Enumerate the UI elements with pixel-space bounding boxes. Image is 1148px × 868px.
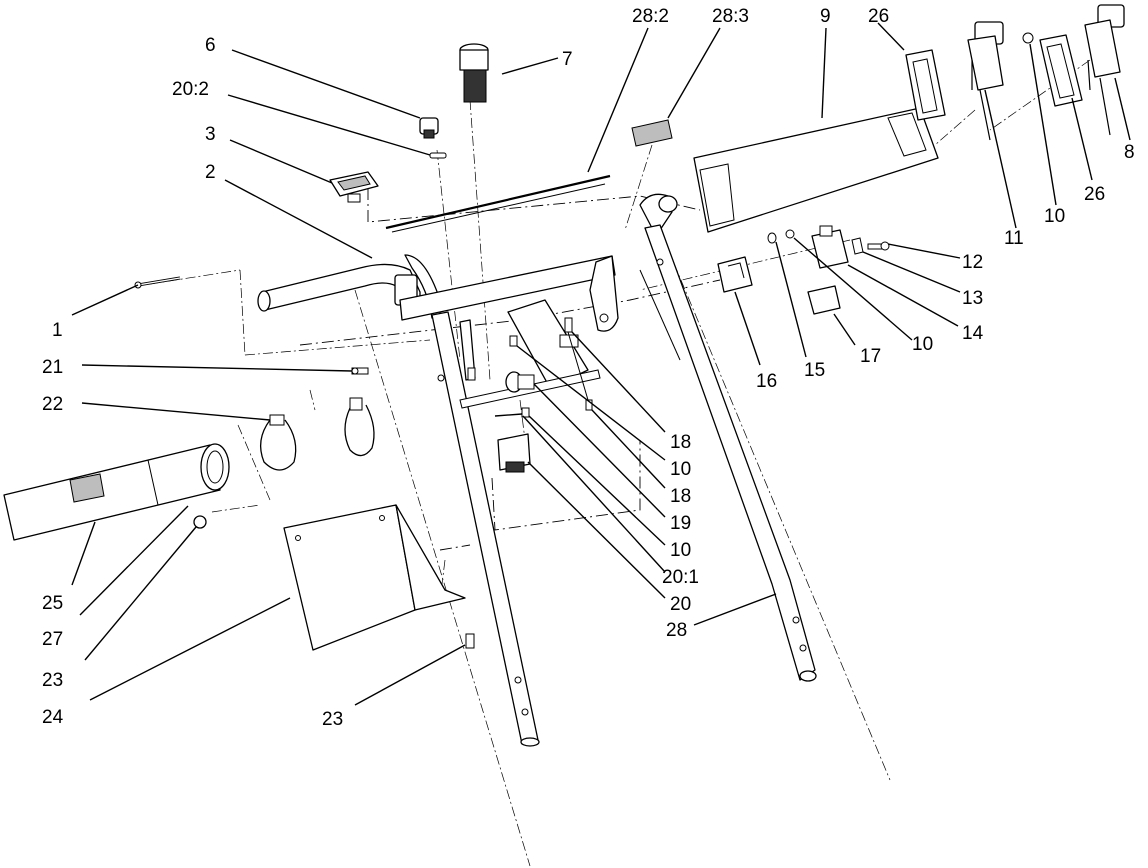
bezel-26-right bbox=[1039, 34, 1083, 107]
nut-23-left bbox=[193, 515, 207, 529]
callout-20: 20 bbox=[670, 594, 691, 615]
control-panel bbox=[459, 299, 601, 409]
switch-8 bbox=[1084, 4, 1125, 136]
callout-10-top: 10 bbox=[1044, 206, 1065, 227]
callout-24: 24 bbox=[42, 707, 64, 728]
screw-10-center bbox=[509, 335, 518, 347]
plate-28-2 bbox=[385, 174, 611, 233]
callout-12: 12 bbox=[962, 252, 983, 273]
connector-20 bbox=[497, 433, 531, 473]
cover-24 bbox=[283, 504, 466, 651]
decal-28-3 bbox=[631, 119, 673, 147]
callout-13: 13 bbox=[962, 288, 983, 309]
cylinder-25 bbox=[3, 443, 230, 541]
bolt-23-lower bbox=[465, 633, 475, 649]
nut-18-bottom bbox=[585, 399, 593, 411]
callout-16: 16 bbox=[756, 371, 777, 392]
callout-11: 11 bbox=[1004, 228, 1024, 249]
screw-18-top bbox=[564, 317, 589, 401]
callout-22: 22 bbox=[42, 394, 63, 415]
callout-9: 9 bbox=[820, 6, 831, 27]
clamp-22-alt bbox=[344, 397, 375, 457]
screw-12 bbox=[867, 241, 890, 251]
callout-8: 8 bbox=[1124, 142, 1135, 163]
callout-28-3: 28:3 bbox=[712, 6, 749, 27]
callout-1: 1 bbox=[52, 320, 63, 341]
leader-lines bbox=[71, 22, 1131, 706]
switch-6 bbox=[419, 117, 439, 139]
callout-23-lower: 23 bbox=[322, 709, 343, 730]
callout-18-top: 18 bbox=[670, 432, 691, 453]
callout-27: 27 bbox=[42, 629, 63, 650]
relay-17 bbox=[807, 285, 841, 315]
callout-14: 14 bbox=[962, 323, 984, 344]
callout-28-2: 28:2 bbox=[632, 6, 669, 27]
callout-19: 19 bbox=[670, 513, 691, 534]
callout-10-right: 10 bbox=[912, 334, 933, 355]
callout-6: 6 bbox=[205, 35, 216, 56]
bracket-13 bbox=[851, 237, 864, 255]
callout-17: 17 bbox=[860, 346, 881, 367]
left-handle-frame bbox=[257, 254, 619, 747]
callout-2: 2 bbox=[205, 162, 216, 183]
switch-14 bbox=[811, 225, 849, 269]
callout-labels: 6 20:2 3 2 1 21 22 25 27 23 24 23 7 28:2… bbox=[42, 6, 1135, 730]
screw-21-post bbox=[467, 367, 476, 381]
clamp-22 bbox=[259, 414, 297, 471]
right-handle bbox=[639, 193, 817, 682]
washer-10-right bbox=[785, 229, 795, 239]
callout-26-right: 26 bbox=[1084, 184, 1105, 205]
decal-9 bbox=[693, 107, 939, 233]
callout-15: 15 bbox=[804, 360, 825, 381]
switch-11 bbox=[967, 21, 1004, 141]
pin-20-1 bbox=[494, 413, 523, 417]
bolt-1 bbox=[134, 276, 181, 289]
callout-3: 3 bbox=[205, 124, 216, 145]
callout-20-1: 20:1 bbox=[662, 567, 699, 588]
callout-26-left: 26 bbox=[868, 6, 889, 27]
key-switch-7 bbox=[459, 43, 489, 103]
pin-20-2 bbox=[429, 152, 447, 159]
nut-10-top bbox=[1022, 32, 1034, 44]
callout-25: 25 bbox=[42, 593, 63, 614]
callout-20-2: 20:2 bbox=[172, 79, 209, 100]
plate-3 bbox=[329, 171, 379, 203]
washer-15 bbox=[767, 232, 777, 244]
screw-21 bbox=[351, 367, 369, 375]
callout-28: 28 bbox=[666, 620, 687, 641]
callout-10-lower: 10 bbox=[670, 540, 691, 561]
callout-18-bottom: 18 bbox=[670, 486, 691, 507]
bezel-26-left bbox=[905, 49, 946, 121]
callout-21: 21 bbox=[42, 357, 63, 378]
nut-10-lower bbox=[521, 407, 530, 418]
callout-10-center: 10 bbox=[670, 459, 691, 480]
bracket-16 bbox=[717, 256, 753, 293]
switch-19 bbox=[505, 371, 535, 393]
callout-23-left: 23 bbox=[42, 670, 63, 691]
callout-7: 7 bbox=[562, 49, 573, 70]
